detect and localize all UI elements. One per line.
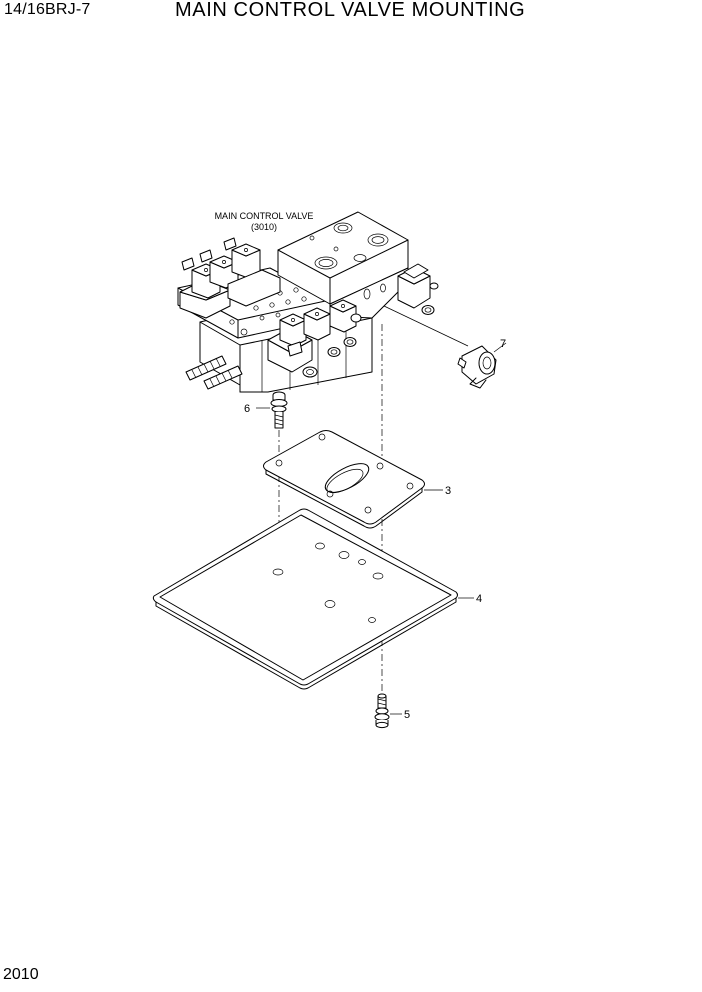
model-number: 14/16BRJ-7 [4,1,91,18]
main-control-valve: MAIN CONTROL VALVE (3010) [177,211,469,393]
pressure-switch-7: 7 [457,338,507,389]
solenoid-coil-right [397,263,439,315]
threaded-studs [185,355,243,390]
callout-6: 6 [244,403,250,415]
callout-4: 4 [476,593,482,605]
page-number: 2010 [3,966,39,983]
callout-5: 5 [404,709,410,721]
gasket-plate-3: 3 [263,430,451,529]
bolt-5: 5 [374,693,410,729]
page-title: MAIN CONTROL VALVE MOUNTING [175,0,526,21]
solenoid-coils-front [267,299,362,378]
bolt-6: 6 [244,391,288,429]
assembly-label: MAIN CONTROL VALVE [215,211,314,221]
solenoid-coils-top [179,237,281,319]
callout-7: 7 [500,338,506,350]
assembly-label-ref: (3010) [251,222,277,232]
base-gasket-4: 4 [152,508,482,690]
callout-3: 3 [445,485,451,497]
